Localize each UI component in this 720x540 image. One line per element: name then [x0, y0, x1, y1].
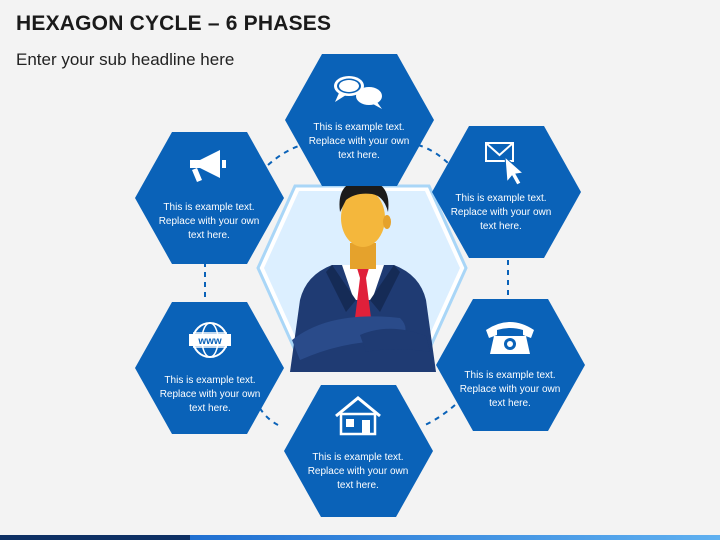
bottom-bar-dark-segment — [0, 535, 190, 540]
connector-4-5 — [257, 404, 279, 426]
phase-5-text: This is example text. Replace with your … — [159, 375, 261, 414]
businessman-icon — [290, 180, 436, 372]
hexagon-phase-2 — [432, 126, 581, 258]
hexagon-phase-5 — [135, 302, 284, 434]
speech-bubbles-icon — [334, 76, 382, 109]
svg-text:www: www — [197, 336, 222, 347]
slide-subtitle: Enter your sub headline here — [16, 50, 235, 69]
hexagon-phase-1 — [285, 54, 434, 186]
phase-3-text: This is example text. Replace with your … — [459, 370, 561, 409]
telephone-icon — [486, 322, 534, 354]
hexagon-phase-3 — [436, 299, 585, 431]
phase-4-text: This is example text. Replace with your … — [307, 452, 409, 491]
phase-1-text: This is example text. Replace with your … — [308, 122, 410, 161]
house-icon — [335, 396, 381, 436]
outer-hexagons — [135, 54, 585, 517]
center-hexagon — [256, 180, 468, 372]
bottom-bar-light-segment — [190, 535, 720, 540]
connector-6-1 — [267, 144, 303, 166]
megaphone-icon — [190, 150, 226, 182]
email-cursor-icon — [485, 142, 525, 186]
hexagon-phase-6 — [135, 132, 284, 264]
www-globe-icon: www — [189, 322, 231, 358]
slide-title: HEXAGON CYCLE – 6 PHASES — [16, 12, 332, 35]
bottom-accent-bar — [0, 535, 720, 540]
hexagon-phase-4 — [284, 385, 433, 517]
phase-2-text: This is example text. Replace with your … — [450, 193, 552, 232]
phase-6-text: This is example text. Replace with your … — [158, 202, 260, 241]
connector-1-2 — [417, 144, 451, 166]
connector-3-4 — [424, 404, 456, 426]
connectors — [204, 144, 509, 426]
